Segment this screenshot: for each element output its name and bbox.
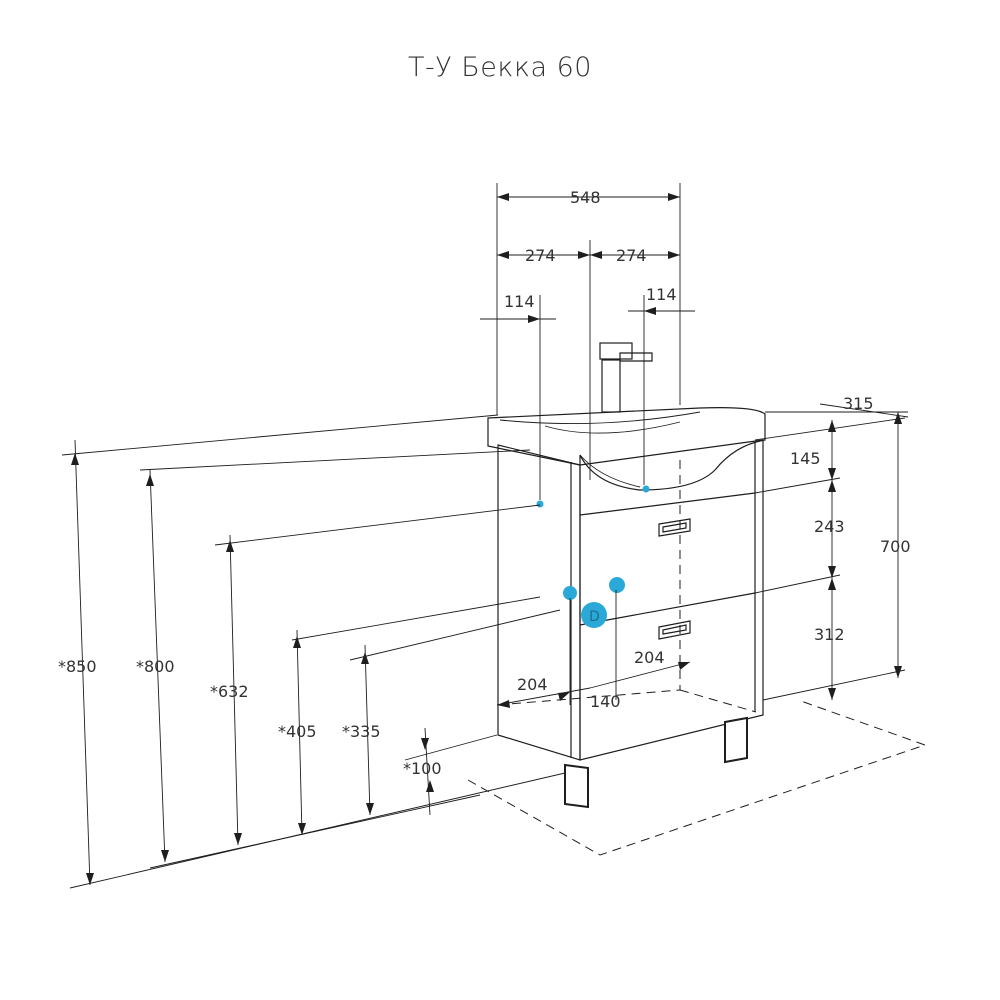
drain-connection-point [642, 485, 650, 493]
dim-h335: *335 [342, 722, 381, 741]
dim-floor-center: 140 [590, 692, 621, 711]
diagram-title: Т-У Бекка 60 [408, 52, 592, 83]
dim-h850: *850 [58, 657, 97, 676]
dim-total-height: 700 [880, 537, 911, 556]
dim-h800: *800 [136, 657, 175, 676]
sewer-connection [581, 602, 607, 628]
svg-text:D: D [589, 609, 600, 625]
washbasin [487, 342, 766, 491]
dim-offset-right: 114 [646, 285, 677, 304]
dim-depth: 315 [843, 394, 874, 413]
cold-water-connection [563, 586, 577, 600]
dim-drawer-lower: 312 [814, 625, 845, 644]
arrowheads [71, 193, 902, 885]
water-connection-point [536, 500, 544, 508]
hot-water-connection [609, 577, 625, 593]
dim-offset-left: 114 [504, 292, 535, 311]
dim-floor-left: 204 [517, 675, 548, 694]
dim-drawer-upper: 243 [814, 517, 845, 536]
dimension-labels: 548 274 274 114 114 315 145 243 312 700 … [58, 188, 911, 778]
dim-h632: *632 [210, 682, 249, 701]
dim-floor-right: 204 [634, 648, 665, 667]
dim-top-to-drawer: 145 [790, 449, 821, 468]
cabinet [467, 439, 927, 856]
dim-total-width: 548 [570, 188, 601, 207]
connection-points: D [536, 485, 650, 628]
dimension-lines [61, 183, 909, 889]
dim-half-left: 274 [525, 246, 556, 265]
dim-h405: *405 [278, 722, 317, 741]
dim-h100: *100 [403, 759, 442, 778]
dim-half-right: 274 [616, 246, 647, 265]
